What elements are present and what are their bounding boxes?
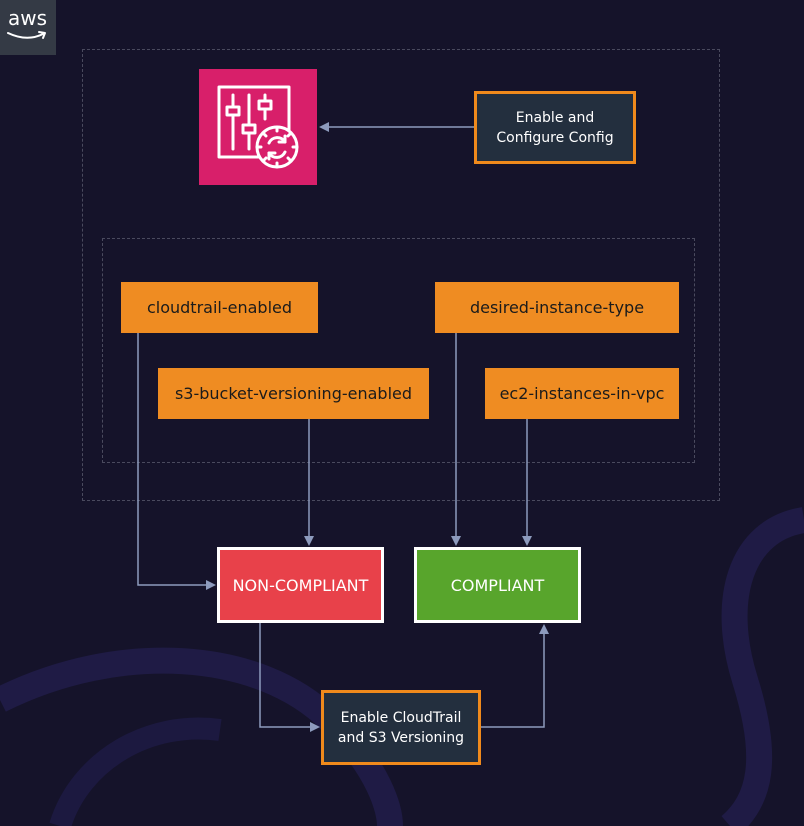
config-group-boundary [82, 49, 720, 501]
aws-smile-icon [7, 31, 46, 39]
config-sliders-gear-icon [217, 85, 299, 169]
aws-logo: aws [0, 0, 56, 55]
rule-s3-bucket-versioning-enabled: s3-bucket-versioning-enabled [158, 368, 429, 419]
remediation-line1: Enable CloudTrail [340, 709, 462, 726]
rule-s3-versioning-label: s3-bucket-versioning-enabled [174, 384, 413, 403]
rule-ec2-vpc-label: ec2-instances-in-vpc [499, 384, 665, 403]
rule-cloudtrail-label: cloudtrail-enabled [146, 298, 293, 317]
enable-config-line1: Enable and [515, 109, 595, 126]
rule-cloudtrail-enabled: cloudtrail-enabled [121, 282, 318, 333]
rules-group-boundary [102, 238, 695, 463]
compliant-label: COMPLIANT [450, 575, 545, 595]
rule-desired-instance-type: desired-instance-type [435, 282, 679, 333]
remediation-step: Enable CloudTrail and S3 Versioning [321, 690, 481, 765]
rule-instance-type-label: desired-instance-type [469, 298, 645, 317]
remediation-line2: and S3 Versioning [337, 729, 465, 746]
non-compliant-label: NON-COMPLIANT [232, 575, 369, 595]
rule-ec2-instances-in-vpc: ec2-instances-in-vpc [485, 368, 679, 419]
aws-config-icon [199, 69, 317, 185]
non-compliant-status: NON-COMPLIANT [217, 547, 384, 623]
aws-logo-text: aws [8, 6, 48, 30]
enable-config-step: Enable and Configure Config [474, 91, 636, 164]
compliant-status: COMPLIANT [414, 547, 581, 623]
enable-config-line2: Configure Config [496, 129, 614, 146]
